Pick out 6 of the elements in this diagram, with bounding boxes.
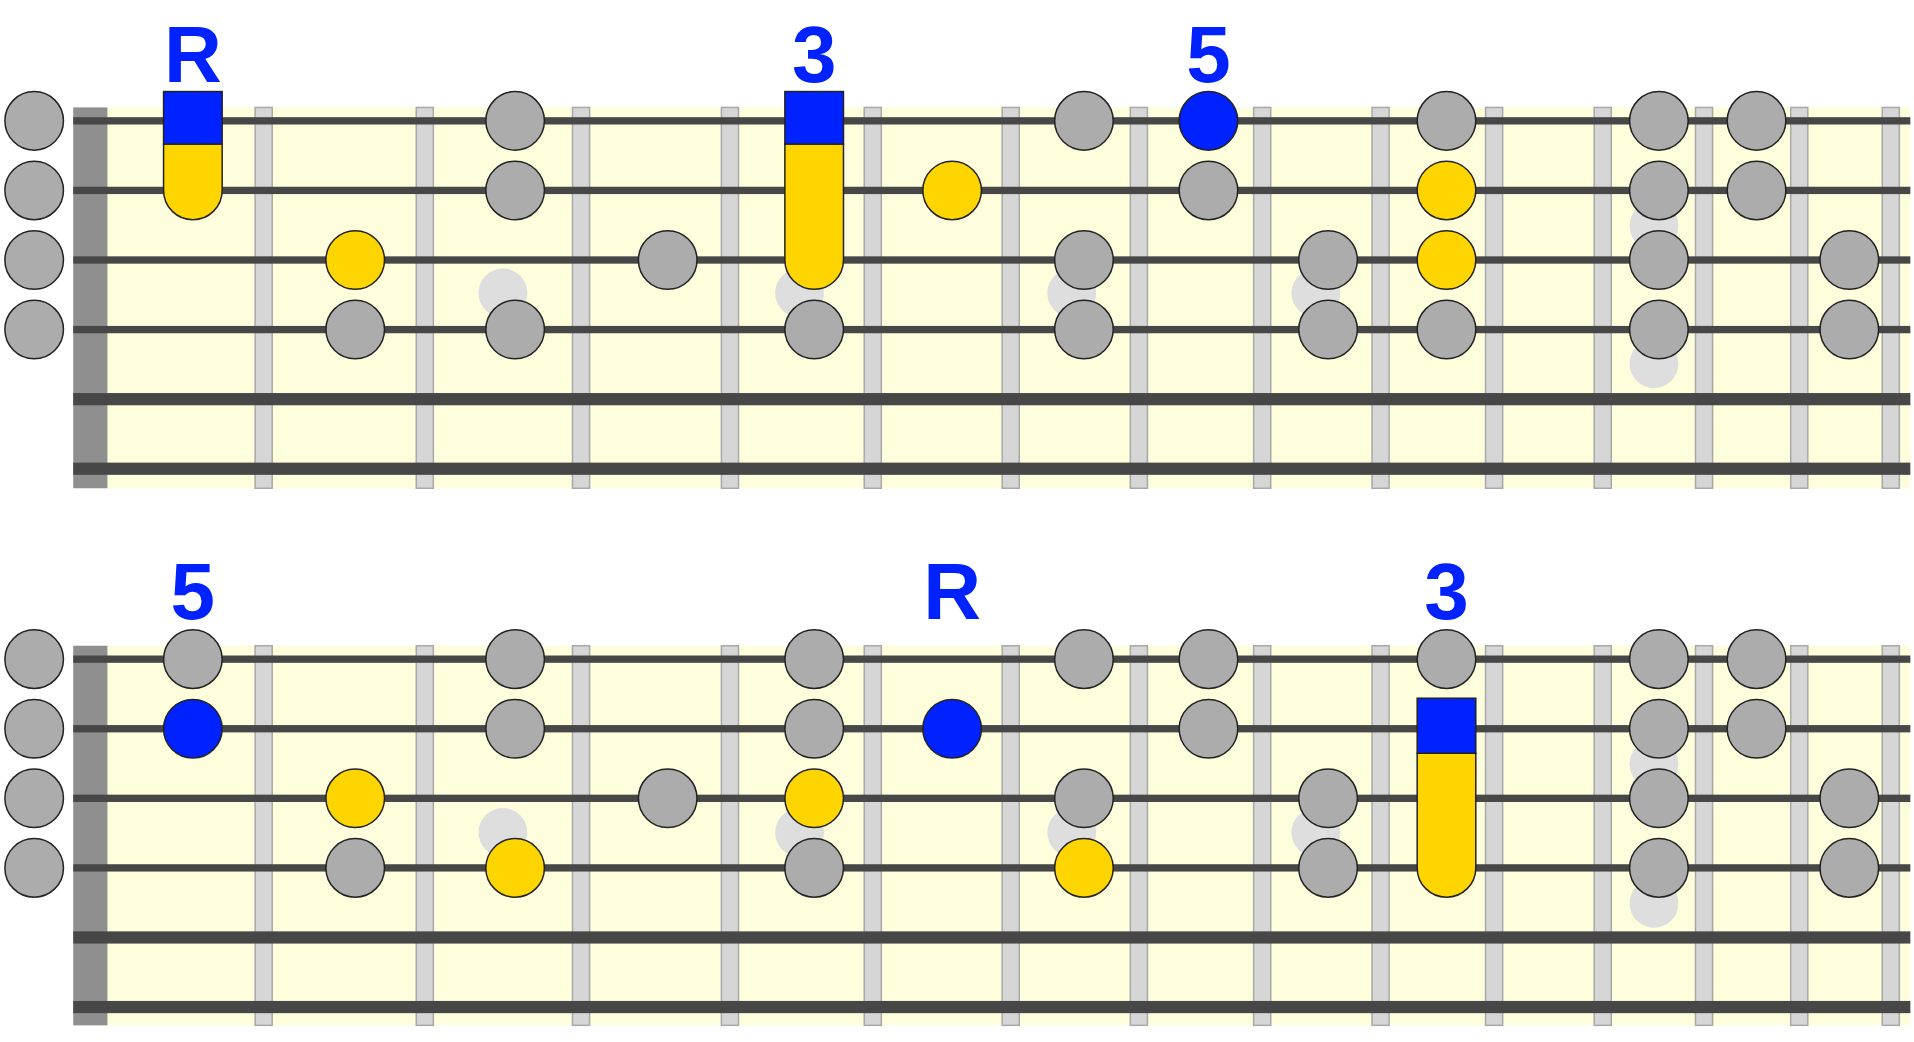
interval-label: R [923, 551, 981, 632]
interval-label: 5 [170, 551, 216, 632]
interval-label: R [163, 14, 222, 95]
interval-label: 5 [1186, 14, 1231, 95]
interval-label: 3 [791, 14, 837, 95]
interval-label: 3 [1424, 551, 1469, 632]
